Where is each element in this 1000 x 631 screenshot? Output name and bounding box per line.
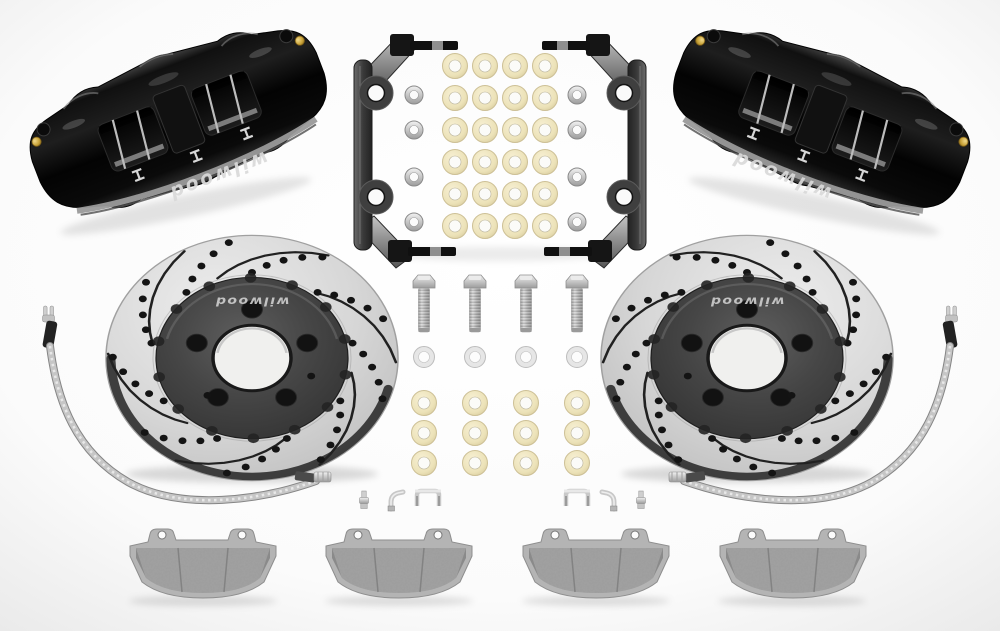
flat-washer-row [413,346,588,368]
lug-hole [241,300,263,319]
lug-hole [185,333,208,353]
bracket-side-washers [404,85,587,232]
rotor-right: wilwood [600,234,894,482]
caliper-bolt [463,274,487,333]
lug-hole [275,388,298,407]
lug-hole [791,333,814,353]
caliper-bolt [565,274,589,333]
rotor-hub-logo: wilwood [709,294,784,308]
lug-hole [736,300,758,319]
caliper-bolts [412,274,589,333]
lug-hole [680,333,703,353]
caliper-bolt [514,274,538,333]
shim-washer-grid [411,390,590,476]
lug-hole [296,333,319,353]
caliper-bolt [412,274,436,333]
bracket-assembly [353,33,647,269]
rotor-left: wilwood [105,234,399,482]
lug-hole [701,388,724,407]
rotor-hub-logo: wilwood [214,294,289,308]
bracket-washer-grid [442,53,558,239]
